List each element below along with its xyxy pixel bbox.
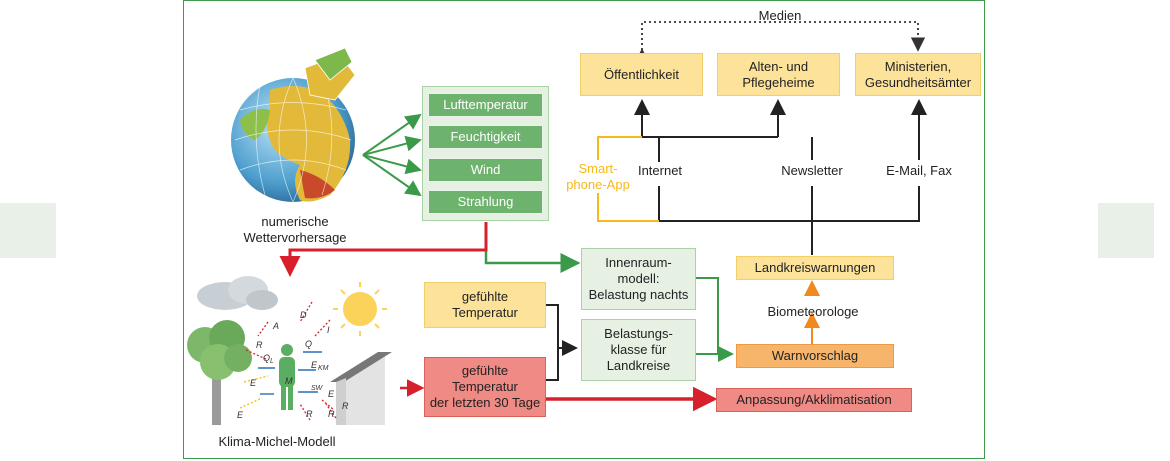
- gefuehlte-temperatur-text: gefühlte Temperatur: [452, 289, 518, 320]
- channel-newsletter: Newsletter: [781, 163, 843, 178]
- temp-merge-line: [546, 304, 559, 381]
- gefuehlte-temperatur-30-box: gefühlte Temperatur der letzten 30 Tage: [424, 357, 546, 417]
- symbol-km-sub: KM: [318, 365, 329, 372]
- var-1-text: Feuchtigkeit: [450, 129, 521, 144]
- symbol-sw-sub: SW: [311, 385, 323, 392]
- variable-wind: Wind: [428, 158, 543, 182]
- flux-arrows: [239, 301, 337, 421]
- body-flux-arrows: [258, 351, 322, 395]
- sun-icon: [333, 282, 387, 336]
- symbol-r-bottom-2: R: [328, 409, 335, 419]
- target-public: Öffentlichkeit: [580, 53, 703, 96]
- nwp-arrows: [362, 113, 422, 197]
- diagram-frame: [183, 0, 985, 459]
- symbol-q-l: Q: [263, 353, 271, 363]
- symbol-e-left: E: [250, 378, 257, 388]
- innenraum-box: Innenraum- modell: Belastung nachts: [581, 248, 696, 310]
- gefuehlte-temperatur-30-text: gefühlte Temperatur der letzten 30 Tage: [429, 363, 541, 410]
- person-icon: [279, 344, 295, 410]
- symbol-m: M: [285, 376, 293, 386]
- symbol-e-bottom: E: [237, 410, 244, 420]
- warnvorschlag-text: Warnvorschlag: [771, 348, 859, 363]
- symbol-e-house: E: [328, 389, 335, 399]
- target-care-text: Alten- und Pflegeheime: [742, 58, 815, 90]
- symbol-l-sub: L: [270, 358, 274, 365]
- innenraum-text: Innenraum- modell: Belastung nachts: [588, 255, 689, 302]
- channel-internet: Internet: [637, 163, 683, 178]
- smartphone-line-top: [597, 136, 642, 160]
- variables-to-innenraum-arrow: [484, 222, 581, 273]
- distribution-lines: [634, 99, 927, 255]
- gefuehlte-temperatur-box: gefühlte Temperatur: [424, 282, 546, 328]
- anpassung-text: Anpassung/Akklimatisation: [736, 392, 892, 407]
- variable-feuchtigkeit: Feuchtigkeit: [428, 125, 543, 149]
- symbol-i: I: [327, 325, 330, 335]
- smartphone-line-bottom: [597, 193, 659, 222]
- var-3-text: Strahlung: [457, 194, 514, 209]
- left-side-tab: [0, 203, 56, 258]
- symbol-a: A: [273, 321, 280, 331]
- target-public-text: Öffentlichkeit: [604, 66, 679, 82]
- medien-dotted-line: [634, 21, 926, 63]
- medien-label: Medien: [758, 8, 802, 23]
- channel-smartphone: Smart- phone-App: [566, 161, 630, 192]
- symbol-e-km: E: [311, 360, 318, 370]
- var-2-text: Wind: [470, 162, 501, 177]
- anpassung-box: Anpassung/Akklimatisation: [716, 388, 912, 412]
- innenraum-to-warnvorschlag-arrow: [696, 277, 734, 362]
- klima-michel-caption: Klima-Michel-Modell: [218, 434, 336, 449]
- variable-lufttemperatur: Lufttemperatur: [428, 93, 543, 117]
- target-ministry-text: Ministerien, Gesundheitsämter: [864, 58, 972, 90]
- right-side-tab: [1098, 203, 1154, 258]
- symbol-r-bottom-1: R: [306, 409, 313, 419]
- landkreiswarnungen-box: Landkreiswarnungen: [736, 256, 894, 280]
- symbol-q-be: Q: [305, 339, 313, 349]
- belastungsklasse-box: Belastungs- klasse für Landkreise: [581, 319, 696, 381]
- variable-strahlung: Strahlung: [428, 190, 543, 214]
- symbol-r-top: R: [256, 340, 263, 350]
- symbol-d: D: [300, 310, 307, 320]
- nwp-caption: numerische Wettervorhersage: [243, 214, 347, 245]
- warnvorschlag-box: Warnvorschlag: [736, 344, 894, 368]
- cloud-icon: [197, 276, 278, 310]
- belastungsklasse-text: Belastungs- klasse für Landkreise: [604, 326, 673, 373]
- target-ministries: Ministerien, Gesundheitsämter: [855, 53, 981, 96]
- landkreiswarnungen-text: Landkreiswarnungen: [754, 260, 876, 275]
- biometeorologe-label: Biometeorologe: [767, 304, 859, 319]
- var-0-text: Lufttemperatur: [443, 97, 528, 112]
- globe-illustration: [231, 47, 356, 203]
- house-icon: [330, 352, 392, 425]
- symbol-r-house: R: [342, 401, 349, 411]
- nwp-to-klimamichel-arrow: [279, 222, 488, 277]
- tree-icon: [187, 320, 252, 425]
- channel-email: E-Mail, Fax: [886, 163, 952, 178]
- target-care-homes: Alten- und Pflegeheime: [717, 53, 840, 96]
